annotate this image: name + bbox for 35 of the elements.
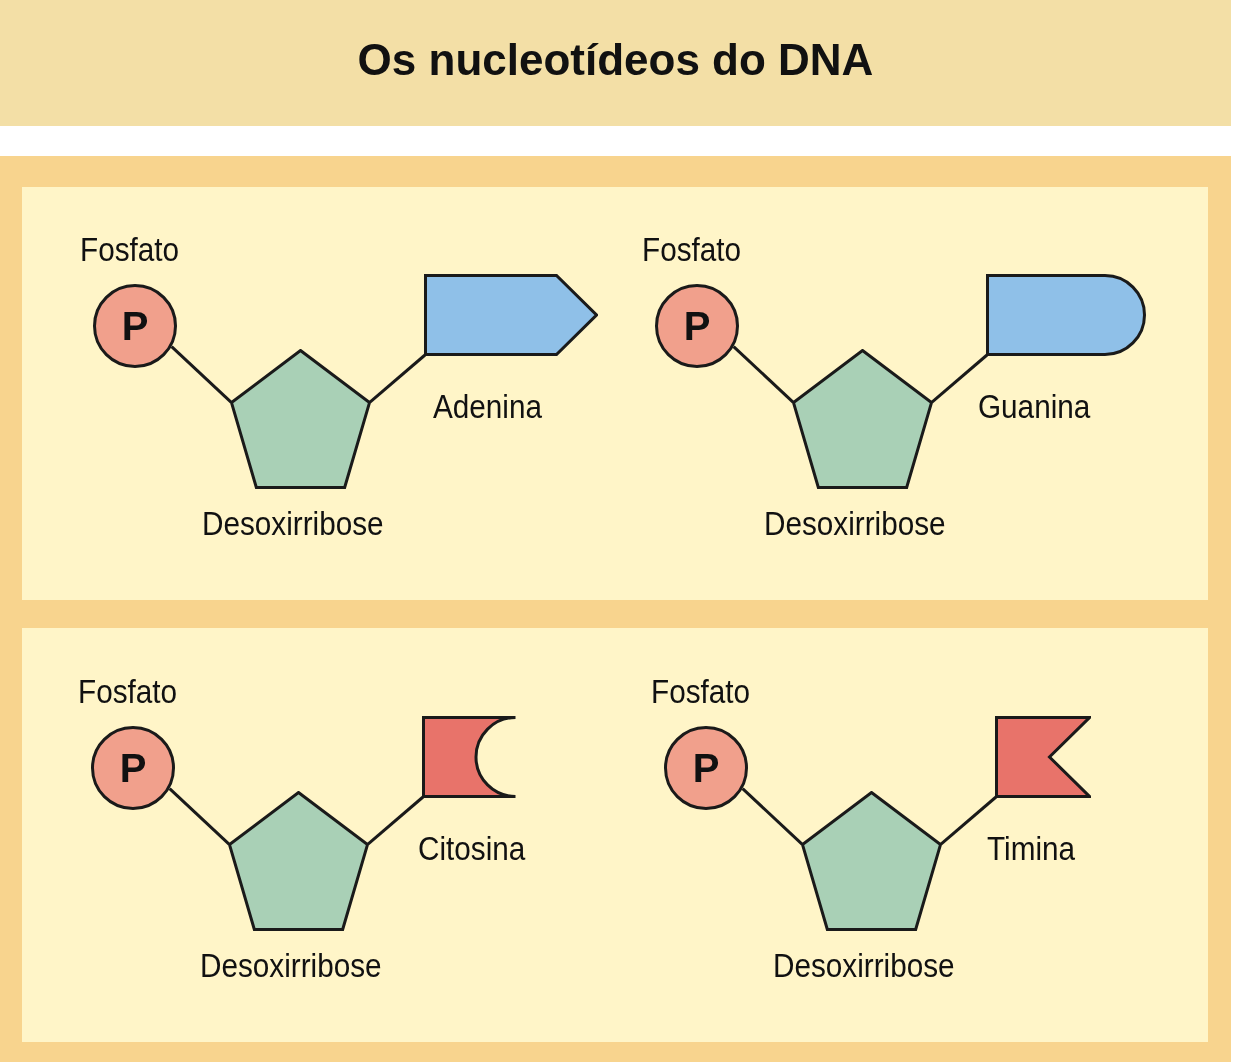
base-shape (986, 274, 1146, 356)
sugar-pentagon (801, 791, 942, 931)
connector-line (367, 795, 424, 846)
connector-line (168, 787, 231, 846)
connector-line (732, 345, 795, 404)
part-label: Desoxirribose (773, 949, 955, 982)
part-label: Timina (987, 832, 1075, 865)
connector-line (931, 353, 988, 404)
phosphate-letter: P (121, 306, 149, 346)
part-label: Citosina (418, 832, 526, 865)
part-label: Fosfato (651, 675, 751, 708)
part-label: Adenina (433, 390, 542, 423)
sugar-pentagon (230, 349, 371, 489)
base-shape (424, 274, 598, 356)
panel (22, 187, 1208, 600)
connector-line (741, 787, 804, 846)
sugar-pentagon (792, 349, 933, 489)
sugar-pentagon (228, 791, 369, 931)
part-label: Desoxirribose (202, 507, 384, 540)
part-label: Fosfato (80, 233, 180, 266)
part-label: Desoxirribose (200, 949, 382, 982)
connector-line (940, 795, 997, 846)
panel (22, 628, 1208, 1042)
part-label: Guanina (978, 390, 1091, 423)
connector-line (170, 345, 233, 404)
base-shape (422, 716, 517, 798)
phosphate-letter: P (119, 748, 147, 788)
phosphate-letter: P (683, 306, 711, 346)
base-shape (995, 716, 1091, 798)
connector-line (369, 353, 426, 404)
part-label: Fosfato (78, 675, 178, 708)
part-label: Fosfato (642, 233, 742, 266)
title: Os nucleotídeos do DNA (356, 38, 875, 82)
phosphate-letter: P (692, 748, 720, 788)
part-label: Desoxirribose (764, 507, 946, 540)
